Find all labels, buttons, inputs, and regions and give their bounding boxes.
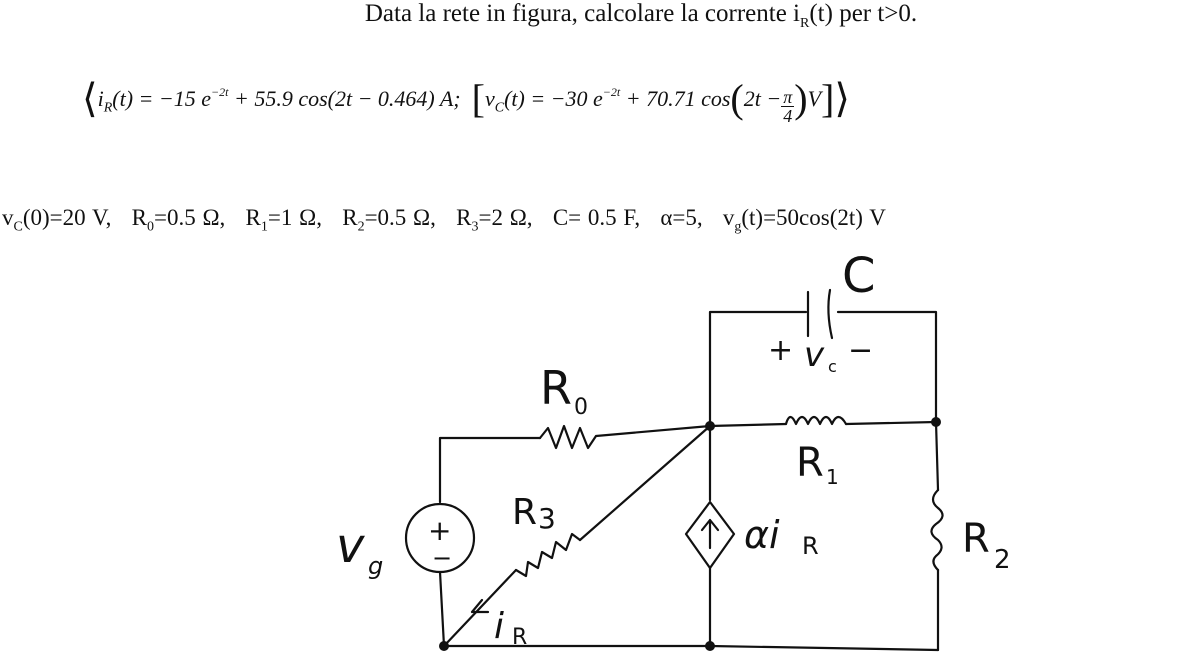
- label-vc: v: [804, 335, 825, 375]
- problem-text-before: Data la rete in figura, calcolare la cor…: [364, 0, 800, 27]
- param-vc0: vC(0)=20 V,: [2, 205, 112, 235]
- label-source-plus: +: [428, 514, 451, 547]
- answer-paren-close: ): [794, 76, 808, 121]
- wire-r3-lower: [442, 568, 518, 648]
- wire-r1-right: [844, 420, 938, 426]
- param-vg-sub: g: [734, 219, 742, 235]
- param-alpha: α=5,: [660, 205, 703, 230]
- param-r1: R1=1 Ω,: [245, 205, 322, 235]
- param-r3: R3=2 Ω,: [456, 205, 533, 235]
- capacitor-plate-right: [827, 288, 834, 340]
- answer-ir-rest: + 55.9 cos(2t − 0.464) A;: [228, 86, 461, 111]
- wire-source-bottom: [438, 570, 446, 648]
- param-vg-b: (t)=50cos(2t) V: [741, 205, 886, 230]
- label-r2-sub: 2: [994, 545, 1011, 575]
- ir-arrow-icon: [470, 598, 490, 614]
- answer-frac-den: 4: [783, 106, 793, 126]
- param-r2-b: =0.5 Ω,: [364, 205, 436, 230]
- label-source-minus: −: [432, 544, 452, 572]
- param-r1-sub: 1: [260, 219, 268, 235]
- answer-vc-unit: V: [807, 86, 822, 111]
- param-r0-sub: 0: [146, 219, 154, 235]
- param-r3-sub: 3: [471, 219, 479, 235]
- answer-vc-mid: (t) = −30 e: [504, 86, 603, 111]
- answer-open-angle: ⟨: [82, 76, 98, 121]
- param-vg-a: v: [722, 205, 735, 230]
- param-r2: R2=0.5 Ω,: [342, 205, 436, 235]
- label-vc-minus: −: [848, 333, 873, 368]
- wire-cap-left: [708, 310, 808, 428]
- answer-frac-num: π: [781, 87, 795, 107]
- answer-close-angle: ⟩: [834, 76, 850, 121]
- label-capacitor: C: [842, 250, 876, 304]
- param-r1-a: R: [245, 205, 261, 230]
- param-r0: R0=0.5 Ω,: [131, 205, 226, 235]
- label-ir: i: [494, 606, 504, 647]
- wire-cap-right: [836, 310, 938, 424]
- wire-left-top: [438, 436, 542, 504]
- answer-vc-sub: C: [494, 100, 505, 116]
- param-r0-b: =0.5 Ω,: [153, 205, 226, 230]
- answer-ir-exp: −2t: [211, 85, 229, 99]
- problem-statement: Data la rete in figura, calcolare la cor…: [0, 0, 1202, 32]
- answer-ir-lhs: i: [97, 86, 104, 111]
- node-bottom-left: [439, 641, 449, 651]
- label-r1: R: [796, 440, 824, 486]
- param-vg: vg(t)=50cos(2t) V: [722, 205, 886, 235]
- answer-bracket-close: ]: [821, 76, 835, 121]
- label-vc-sub: c: [828, 357, 837, 376]
- param-vc0-b: (0)=20 V,: [22, 205, 112, 230]
- param-r1-b: =1 Ω,: [267, 205, 322, 230]
- answer-vc-rest: + 70.71 cos: [620, 86, 731, 111]
- param-r2-a: R: [342, 205, 358, 230]
- wire-r2-top: [934, 420, 940, 492]
- label-vg-sub: g: [368, 552, 383, 580]
- wire-r1-left: [708, 422, 788, 428]
- resistor-r0: [538, 424, 712, 450]
- node-top-mid: [705, 421, 715, 431]
- resistor-r3: [514, 532, 582, 578]
- label-r2: R: [962, 516, 990, 562]
- label-vg: v: [336, 518, 365, 574]
- label-r0-sub: 0: [574, 395, 588, 420]
- label-r3: R: [512, 492, 537, 533]
- label-r1-sub: 1: [826, 465, 839, 489]
- answer-vc-exp: −2t: [602, 85, 621, 99]
- param-r2-sub: 2: [357, 219, 365, 235]
- param-r0-a: R: [131, 205, 147, 230]
- label-ir-sub: R: [512, 625, 527, 650]
- answer-vc-lhs: v: [484, 86, 495, 111]
- answer-bracket-open: [: [471, 76, 485, 121]
- node-bottom-mid: [705, 641, 715, 651]
- label-dependent-source-sub: R: [802, 532, 819, 560]
- wire-r3-upper: [578, 424, 712, 542]
- resistor-r1: [784, 415, 848, 426]
- answer-paren-open: (: [730, 76, 744, 121]
- answer-vc-arg: 2t −: [743, 86, 782, 111]
- resistor-r2: [930, 488, 944, 572]
- label-r0: R: [540, 361, 572, 415]
- label-r3-sub: 3: [538, 502, 556, 535]
- param-vc0-a: v: [2, 205, 14, 230]
- problem-text-after: (t) per t>0.: [809, 0, 918, 27]
- node-top-right: [931, 417, 941, 427]
- problem-sub: R: [800, 16, 810, 31]
- param-r3-b: =2 Ω,: [478, 205, 533, 230]
- answer-ir-mid: (t) = −15 e: [112, 86, 212, 111]
- param-vc0-sub: C: [13, 219, 23, 235]
- answer-ir-sub: R: [103, 100, 113, 116]
- label-dependent-source: αi: [744, 513, 780, 557]
- dependent-source-arrow: [700, 518, 720, 550]
- param-c: C= 0.5 F,: [552, 205, 641, 230]
- param-r3-a: R: [456, 205, 472, 230]
- circuit-diagram: C + v c − R 0 R 1 R 2 R 3 v g + − αi R i…: [336, 250, 1011, 652]
- label-vc-plus: +: [768, 333, 793, 368]
